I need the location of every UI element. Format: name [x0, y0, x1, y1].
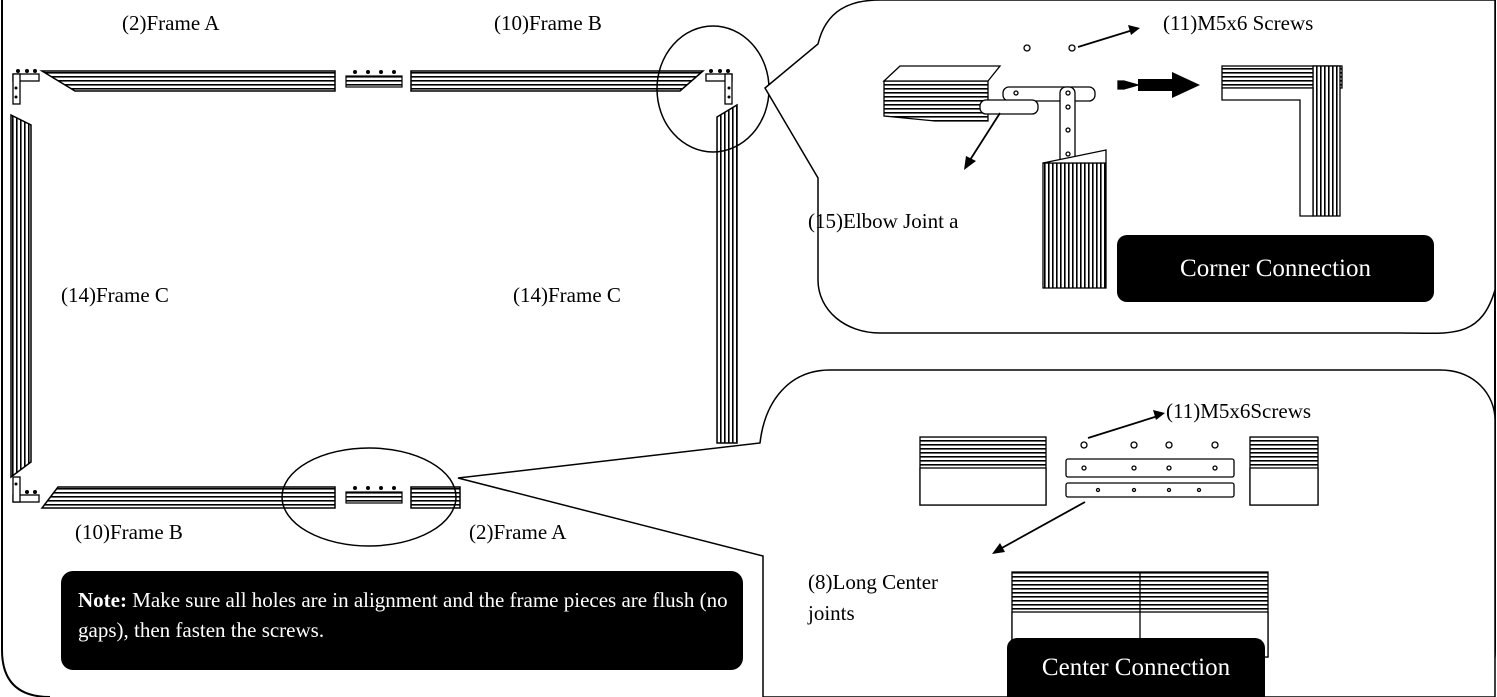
note-box: Note: Make sure all holes are in alignme…	[61, 571, 743, 670]
note-text: Make sure all holes are in alignment and…	[78, 588, 728, 642]
corner-screws-label: (11)M5x6 Screws	[1163, 11, 1314, 35]
center-arrows	[992, 410, 1165, 554]
frame-a-top-rail	[39, 70, 336, 92]
corner-joint-top-right	[705, 69, 733, 105]
corner-arrows	[964, 25, 1200, 170]
frame-b-bottom-rail	[40, 486, 336, 509]
frame-a-top-label: (2)Frame A	[122, 11, 220, 35]
frame-c-right-rail	[716, 103, 738, 444]
corner-detail-drawing	[882, 44, 1343, 289]
frame-a-bottom-rail	[410, 486, 461, 509]
center-detail-drawing	[919, 436, 1319, 658]
long-center-joint-label-line1: (8)Long Center	[808, 570, 939, 594]
corner-joint-top-left	[12, 69, 40, 105]
center-joint-bottom	[345, 486, 403, 504]
center-highlight-ellipse	[281, 447, 457, 547]
note-prefix: Note:	[78, 588, 127, 612]
frame-a-bottom-label: (2)Frame A	[469, 520, 567, 544]
frame-b-top-rail	[410, 70, 706, 92]
frame-c-right-label: (14)Frame C	[513, 283, 621, 307]
long-center-joint-label-line2: joints	[808, 601, 855, 625]
frame-b-bottom-label: (10)Frame B	[75, 520, 183, 544]
corner-joint-bottom-left	[12, 476, 40, 503]
frame-b-top-label: (10)Frame B	[494, 11, 602, 35]
center-joint-top	[345, 70, 403, 88]
frame-c-left-rail	[10, 113, 32, 479]
corner-connection-badge: Corner Connection	[1117, 235, 1434, 302]
center-screws-label: (11)M5x6Screws	[1166, 399, 1312, 423]
elbow-joint-label: (15)Elbow Joint a	[808, 209, 959, 233]
center-connection-badge: Center Connection	[1007, 638, 1265, 697]
frame-c-left-label: (14)Frame C	[61, 283, 169, 307]
